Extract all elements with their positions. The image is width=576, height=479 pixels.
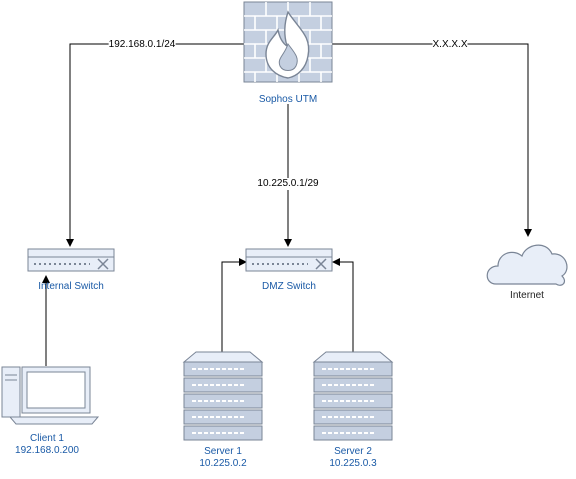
edge-label-internal-subnet: 192.168.0.1/24 [108, 39, 176, 51]
server2-icon[interactable] [312, 351, 394, 441]
edge-server2-dmz-switch [332, 258, 354, 356]
edge-firewall-internet [332, 43, 532, 237]
dmz-switch-icon[interactable] [245, 248, 333, 272]
client-name-label: Client 1 [30, 433, 64, 444]
server2-ip-label: 10.225.0.3 [329, 458, 377, 469]
server1-name-label: Server 1 [204, 446, 242, 457]
cloud-icon[interactable] [486, 244, 568, 286]
internal-switch-label: Internal Switch [38, 281, 104, 292]
firewall-icon[interactable] [243, 1, 333, 83]
firewall-label: Sophos UTM [258, 94, 318, 105]
edge-label-internet-ip: X.X.X.X [432, 39, 468, 51]
edge-firewall-internal-switch [66, 43, 244, 247]
edge-label-dmz-subnet: 10.225.0.1/29 [257, 178, 319, 190]
internet-label: Internet [510, 290, 544, 301]
computer-icon[interactable] [1, 366, 100, 425]
edge-server1-dmz-switch [221, 258, 247, 356]
dmz-switch-label: DMZ Switch [262, 281, 316, 292]
server1-icon[interactable] [182, 351, 264, 441]
connector-lines [42, 43, 532, 366]
client-ip-label: 192.168.0.200 [15, 445, 79, 456]
server2-name-label: Server 2 [334, 446, 372, 457]
server1-ip-label: 10.225.0.2 [199, 458, 247, 469]
internal-switch-icon[interactable] [27, 248, 115, 272]
